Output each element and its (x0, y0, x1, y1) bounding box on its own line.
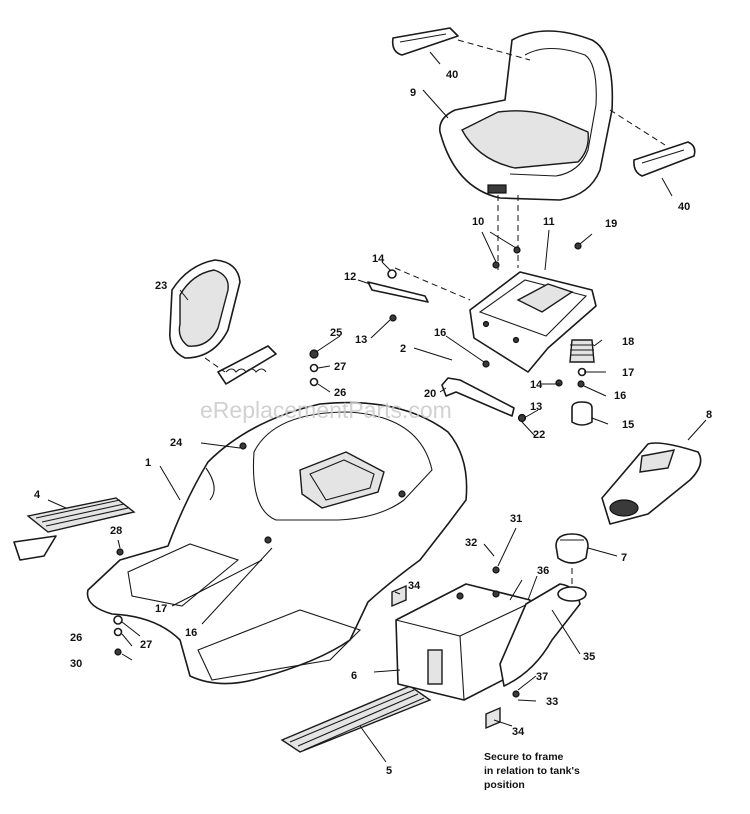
callout-33: 33 (546, 696, 558, 708)
callout-17: 17 (155, 603, 167, 615)
callout-13: 13 (530, 401, 542, 413)
callout-14: 14 (530, 379, 543, 391)
filler-neck[interactable] (499, 583, 587, 687)
callout-26: 26 (70, 632, 82, 644)
callout-1: 1 (145, 457, 151, 469)
note-line-1: Secure to frame (484, 751, 564, 763)
foot-pad-left[interactable] (13, 497, 136, 561)
callout-34: 34 (512, 726, 525, 738)
callout-34: 34 (408, 580, 421, 592)
foot-pad-right[interactable] (280, 685, 432, 753)
callout-32: 32 (465, 537, 477, 549)
callout-7: 7 (621, 552, 627, 564)
pivot-rod[interactable] (441, 377, 527, 423)
callout-14: 14 (372, 253, 385, 265)
callout-28: 28 (110, 525, 122, 537)
callout-40: 40 (678, 201, 690, 213)
note-line-2: in relation to tank's (484, 765, 580, 777)
seat[interactable] (438, 30, 614, 201)
callout-15: 15 (622, 419, 634, 431)
bumper[interactable] (571, 401, 593, 426)
callout-18: 18 (622, 336, 634, 348)
callout-40: 40 (446, 69, 458, 81)
callout-26: 26 (334, 387, 346, 399)
fuel-cap[interactable] (555, 533, 589, 564)
callout-9: 9 (410, 87, 416, 99)
callout-23: 23 (155, 280, 167, 292)
callout-16: 16 (185, 627, 197, 639)
callout-24: 24 (170, 437, 183, 449)
callout-31: 31 (510, 513, 522, 525)
body-fender[interactable] (86, 401, 468, 685)
callout-16: 16 (614, 390, 626, 402)
callout-19: 19 (605, 218, 617, 230)
callout-36: 36 (537, 565, 549, 577)
leader-lines (47, 51, 707, 763)
callout-12: 12 (344, 271, 356, 283)
cup-holder[interactable] (601, 442, 702, 525)
seat-rail[interactable] (367, 281, 429, 303)
note-line-3: position (484, 779, 525, 791)
callout-35: 35 (583, 651, 595, 663)
callout-30: 30 (70, 658, 82, 670)
callout-22: 22 (533, 429, 545, 441)
seat-spring[interactable] (569, 339, 595, 363)
callout-37: 37 (536, 671, 548, 683)
callout-13: 13 (355, 334, 367, 346)
seat-slide-right[interactable] (633, 141, 696, 177)
callout-8: 8 (706, 409, 712, 421)
callout-16: 16 (434, 327, 446, 339)
callout-6: 6 (351, 670, 357, 682)
watermark: eReplacementParts.com (200, 397, 452, 423)
callout-17: 17 (622, 367, 634, 379)
callout-27: 27 (140, 639, 152, 651)
callout-11: 11 (543, 216, 555, 228)
fender-pad[interactable] (168, 259, 241, 359)
callout-2: 2 (400, 343, 406, 355)
seat-slide-left[interactable] (391, 27, 459, 56)
callout-10: 10 (472, 216, 484, 228)
callout-4: 4 (34, 489, 41, 501)
callout-25: 25 (330, 327, 342, 339)
callout-27: 27 (334, 361, 346, 373)
shift-plate[interactable] (217, 345, 277, 385)
callouts: 40 9 40 10 11 19 14 12 13 23 25 27 26 16… (34, 69, 712, 777)
callout-20: 20 (424, 388, 436, 400)
callout-5: 5 (386, 765, 392, 777)
mounting-note: Secure to frame in relation to tank's po… (484, 751, 580, 791)
seat-pan-bracket[interactable] (469, 271, 597, 373)
